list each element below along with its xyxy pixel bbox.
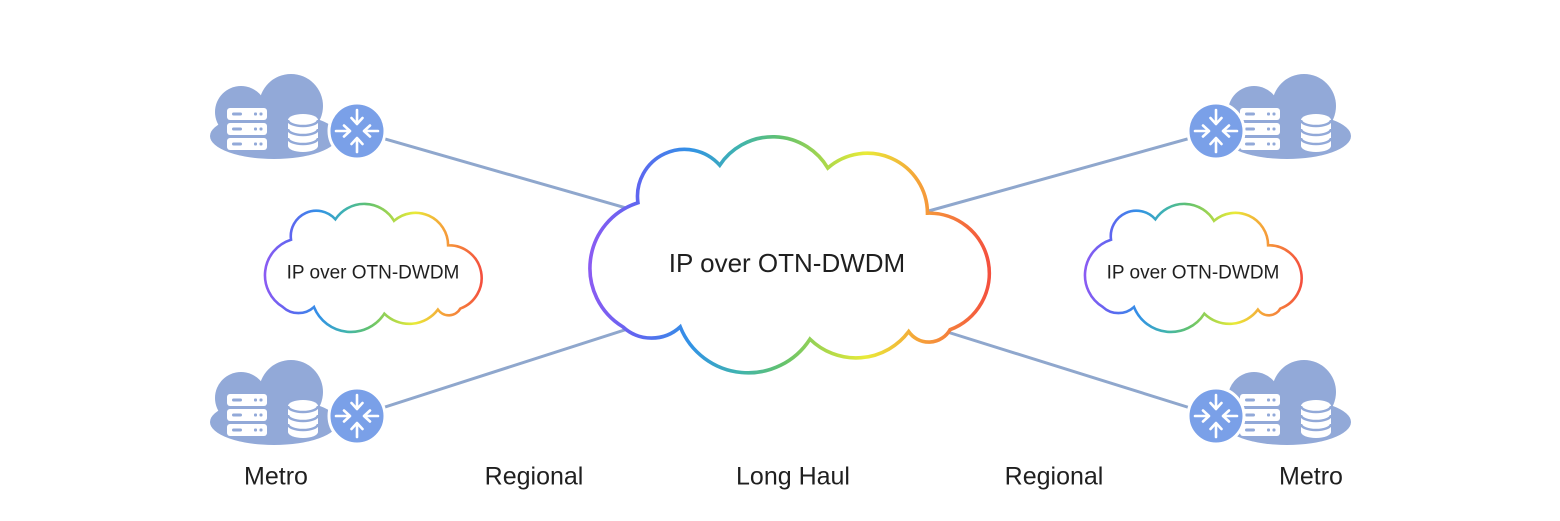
regional-cloud-right-label: IP over OTN-DWDM xyxy=(1106,262,1280,284)
router-icon-top-right xyxy=(1186,101,1246,161)
metro-datacenter-cloud-top-left-icon xyxy=(208,72,340,161)
tier-label-regional-right: Regional xyxy=(1004,462,1104,491)
connection-line-top-right xyxy=(923,129,1218,214)
router-icon-top-left xyxy=(327,101,387,161)
router-icon-bottom-right xyxy=(1186,386,1246,446)
connection-line-bottom-right xyxy=(923,323,1218,418)
long-haul-cloud-label: IP over OTN-DWDM xyxy=(668,248,906,278)
regional-cloud-left-label: IP over OTN-DWDM xyxy=(286,262,460,284)
tier-label-metro-right: Metro xyxy=(1279,462,1343,491)
tier-label-regional-left: Regional xyxy=(484,462,584,491)
connection-line-bottom-left xyxy=(355,323,642,418)
router-icon-bottom-left xyxy=(327,386,387,446)
metro-datacenter-cloud-top-right-icon xyxy=(1221,72,1353,161)
metro-datacenter-cloud-bottom-left-icon xyxy=(208,358,340,447)
tier-label-long-haul: Long Haul xyxy=(736,462,850,491)
connection-line-top-left xyxy=(355,129,642,214)
tier-label-metro-left: Metro xyxy=(244,462,308,491)
